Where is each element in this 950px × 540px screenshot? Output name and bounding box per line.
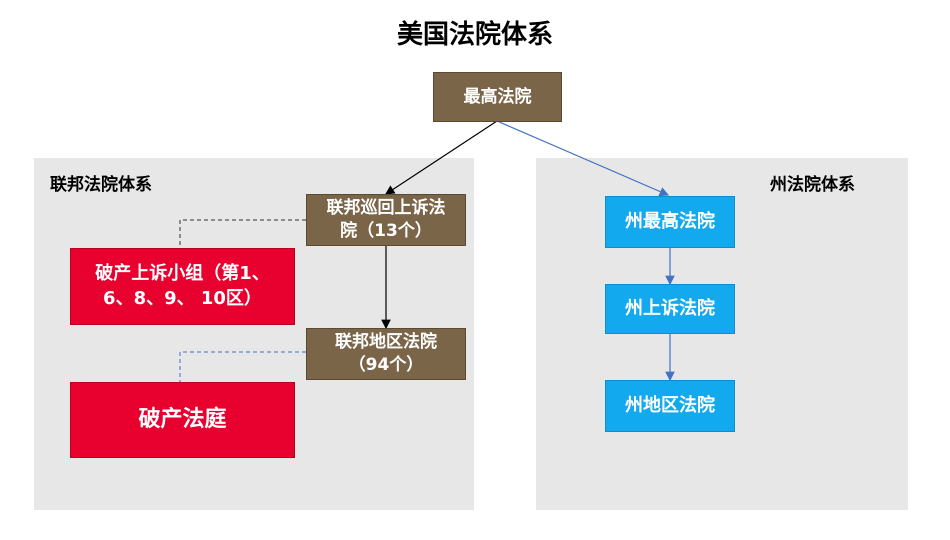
supreme-court-box: 最高法院 [433,72,562,122]
district-court-box: 联邦地区法院（94个） [306,328,466,380]
bankruptcy-court-box: 破产法庭 [70,382,295,458]
state-supreme-court-box: 州最高法院 [605,196,735,248]
diagram-title: 美国法院体系 [396,20,553,50]
bankruptcy-panel-label: 破产上诉小组（第1、6、8、9、 10区） [95,263,270,309]
bankruptcy-panel-box: 破产上诉小组（第1、6、8、9、 10区） [70,248,295,325]
federal-panel-label: 联邦法院体系 [50,175,152,195]
supreme-court-label: 最高法院 [463,86,532,107]
circuit-court-box: 联邦巡回上诉法院（13个） [306,194,466,246]
state-appeals-court-box: 州上诉法院 [605,284,735,334]
state-district-court-box: 州地区法院 [605,380,735,432]
dashed-link-district-to-court [179,351,306,382]
bankruptcy-court-label: 破产法庭 [138,407,227,433]
district-court-label: 联邦地区法院（94个） [335,332,437,375]
state-district-court-label: 州地区法院 [625,394,715,416]
state-panel-label: 州法院体系 [770,175,855,195]
circuit-court-label: 联邦巡回上诉法院（13个） [326,198,446,241]
arrow-supreme-to-circuit [384,120,498,195]
state-appeals-court-label: 州上诉法院 [625,297,715,319]
arrow-supreme-to-state-supreme [496,120,670,197]
state-supreme-court-label: 州最高法院 [625,210,715,232]
dashed-link-circuit-to-panel [179,219,306,248]
